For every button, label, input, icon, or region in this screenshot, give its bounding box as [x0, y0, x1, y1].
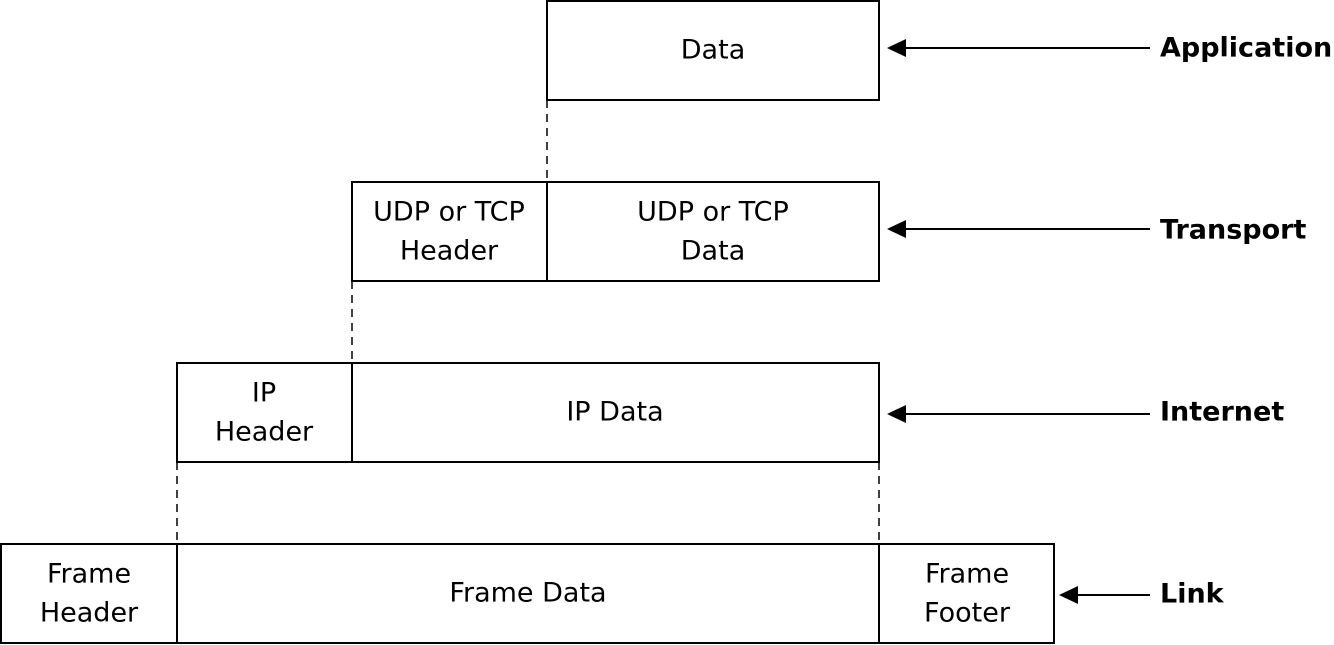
frame-header-label: Frame — [47, 559, 131, 590]
frame-data-label: Frame Data — [449, 578, 606, 609]
application-row: Data — [546, 0, 880, 101]
frame-footer-label: Footer — [924, 598, 1011, 629]
application-arrow — [887, 39, 1150, 57]
transport-data-label: Data — [681, 236, 745, 267]
arrow-left-icon — [887, 405, 906, 423]
application-data-box — [546, 0, 880, 101]
application-data-label: Data — [681, 35, 745, 66]
transport-data-label: UDP or TCP — [637, 197, 789, 228]
arrow-left-icon — [887, 220, 906, 238]
layer-label-link: Link — [1160, 579, 1225, 610]
internet-box — [176, 362, 880, 463]
arrow-left-icon — [887, 39, 906, 57]
transport-box — [351, 181, 880, 282]
transport-arrow — [887, 220, 1150, 238]
transport-header-label: UDP or TCP — [373, 197, 525, 228]
layer-label-transport: Transport — [1160, 215, 1306, 246]
transport-header-label: Header — [400, 236, 499, 267]
link-row: Frame Header Frame Data Frame Footer — [0, 543, 1055, 644]
ip-header-label: IP — [252, 378, 276, 409]
layer-label-application: Application — [1160, 33, 1332, 64]
link-arrow — [1059, 586, 1150, 604]
arrow-left-icon — [1059, 586, 1078, 604]
ip-header-label: Header — [215, 417, 314, 448]
ip-data-label: IP Data — [566, 397, 663, 428]
internet-row: IP Header IP Data — [176, 362, 880, 463]
internet-arrow — [887, 405, 1150, 423]
frame-header-label: Header — [40, 598, 139, 629]
transport-row: UDP or TCP Header UDP or TCP Data — [351, 181, 880, 282]
frame-footer-label: Frame — [925, 559, 1009, 590]
layer-label-internet: Internet — [1160, 397, 1284, 428]
